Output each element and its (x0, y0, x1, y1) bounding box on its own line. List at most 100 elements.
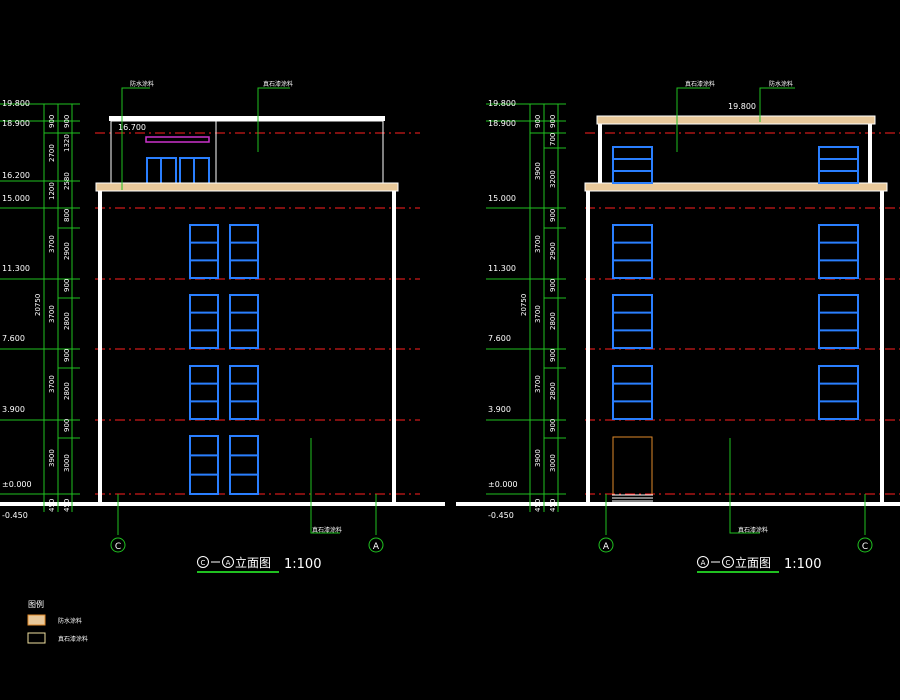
right-axis-c-text: C (862, 542, 868, 552)
right-dim-b: 3900 (534, 162, 542, 180)
right-leaders (605, 87, 866, 535)
left-level-minus450: -0.450 (2, 511, 28, 520)
left-top-label-2: 真石漆涂料 (263, 80, 293, 88)
left-in-9: 900 (63, 419, 71, 432)
right-in-7: 900 (549, 349, 557, 362)
right-wall-right (880, 191, 884, 502)
left-title-circle-2: A (226, 559, 231, 567)
right-window-roof-a (612, 146, 653, 184)
left-roof-door (146, 157, 210, 186)
left-in-4: 2900 (63, 242, 71, 260)
right-bottom-label: 真石漆涂料 (738, 526, 768, 534)
left-level-0: ±0.000 (2, 480, 32, 489)
right-dim-g: 450 (534, 499, 542, 512)
left-level-19800: 19.800 (2, 99, 30, 108)
left-level-11300: 11.300 (2, 264, 30, 273)
right-level-0: ±0.000 (488, 480, 518, 489)
left-total-dim: 20750 (34, 294, 42, 316)
left-in-5: 900 (63, 279, 71, 292)
right-entrance-door (612, 436, 653, 502)
right-in-1: 700 (549, 133, 557, 146)
legend-title: 图例 (28, 599, 44, 609)
left-windows (189, 224, 259, 495)
right-level-minus450: -0.450 (488, 511, 514, 520)
legend-swatch-stone-paint (27, 632, 46, 644)
right-roof-elev: 19.800 (728, 102, 756, 111)
left-roof-canopy (145, 136, 210, 143)
right-in-10: 3000 (549, 454, 557, 472)
right-axis-bubble-c (857, 537, 873, 553)
left-title-scale: 1:100 (284, 557, 321, 572)
left-window-a-1 (189, 294, 219, 349)
right-in-3: 900 (549, 209, 557, 222)
left-level-3900: 3.900 (2, 405, 25, 414)
right-window-a-0 (612, 224, 653, 279)
left-roof-elev: 16.700 (118, 123, 146, 132)
left-in-8: 2800 (63, 382, 71, 400)
right-axis-a-text: A (603, 542, 610, 552)
left-axis-c-text: C (115, 542, 121, 552)
left-level-18900: 18.900 (2, 119, 30, 128)
left-in-1: 1320 (63, 134, 71, 152)
left-title-text: 立面图 (235, 555, 271, 570)
right-axis-bubble-a (598, 537, 614, 553)
left-dim-e: 3700 (48, 305, 56, 323)
right-title-circle-2: C (726, 559, 731, 567)
right-in-11: 450 (549, 499, 557, 512)
left-top-label-1: 防水涂料 (130, 80, 154, 88)
left-window-a-3 (189, 435, 219, 495)
left-window-b-2 (229, 365, 259, 420)
left-dim-c: 1200 (48, 182, 56, 200)
right-elevation: 19.800 18.900 15.000 11.300 7.600 3.900 … (456, 80, 900, 573)
right-in-0: 900 (549, 115, 557, 128)
right-top-label-2: 防水涂料 (769, 80, 793, 88)
left-ground-line (0, 502, 445, 506)
right-title-circle-1: A (701, 559, 706, 567)
right-in-5: 900 (549, 279, 557, 292)
left-dim-h: 450 (48, 499, 56, 512)
right-dimension-lines (486, 103, 566, 512)
right-window-b-2 (818, 365, 859, 420)
legend-item-stone-paint: 真石漆涂料 (58, 635, 88, 643)
left-in-7: 900 (63, 349, 71, 362)
left-window-b-3 (229, 435, 259, 495)
right-level-labels: 19.800 18.900 15.000 11.300 7.600 3.900 … (488, 99, 518, 520)
legend-swatch-waterproof (27, 614, 46, 626)
right-window-roof-b (818, 146, 859, 184)
left-axis-bubble-c (110, 537, 126, 553)
legend-item-waterproof: 防水涂料 (58, 617, 82, 625)
right-window-b-1 (818, 294, 859, 349)
right-in-2: 3200 (549, 170, 557, 188)
right-dim-a: 900 (534, 115, 542, 128)
right-in-8: 2800 (549, 382, 557, 400)
right-in-4: 2900 (549, 242, 557, 260)
left-title-circle-1: C (201, 559, 206, 567)
right-level-19800: 19.800 (488, 99, 516, 108)
left-in-0: 900 (63, 115, 71, 128)
right-total-dim: 20750 (520, 294, 528, 316)
left-dim-d: 3700 (48, 235, 56, 253)
right-window-a-1 (612, 294, 653, 349)
left-in-11: 450 (63, 499, 71, 512)
left-level-labels: 19.800 18.900 16.200 15.000 11.300 7.600… (2, 99, 32, 520)
left-in-3: 800 (63, 209, 71, 222)
left-dim-f: 3700 (48, 375, 56, 393)
left-axis-a-text: A (373, 542, 380, 552)
legend: 图例 防水涂料 真石漆涂料 (27, 599, 88, 644)
left-axis-bubble-a (368, 537, 384, 553)
left-dimension-lines (0, 103, 80, 512)
left-elevation: 19.800 18.900 16.200 15.000 11.300 7.600… (0, 80, 445, 573)
left-dim-texts: 20750 900 2700 1200 3700 3700 3700 3900 … (34, 115, 71, 512)
left-window-a-2 (189, 365, 219, 420)
left-window-a-0 (189, 224, 219, 279)
left-in-2: 2580 (63, 172, 71, 190)
right-level-18900: 18.900 (488, 119, 516, 128)
left-level-15000: 15.000 (2, 194, 30, 203)
left-level-7600: 7.600 (2, 334, 25, 343)
right-in-9: 900 (549, 419, 557, 432)
left-in-10: 3000 (63, 454, 71, 472)
left-level-16200: 16.200 (2, 171, 30, 180)
right-window-a-2 (612, 365, 653, 420)
